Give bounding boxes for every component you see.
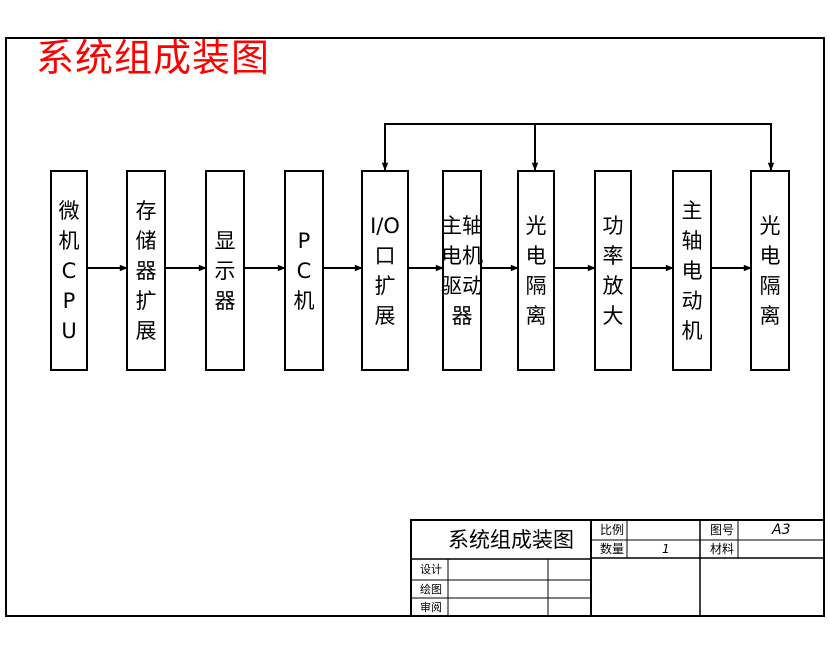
title-block-drawing-no-value: A3 — [772, 522, 791, 538]
block-label-line: 扩 — [135, 288, 157, 313]
block-label-line: 动 — [681, 288, 703, 313]
block-label-line: 主轴 — [441, 213, 483, 238]
block-display — [205, 170, 245, 371]
block-label-storage: 存储器扩展 — [127, 171, 165, 370]
block-label-display: 显示器 — [206, 171, 244, 370]
block-label-optical1: 光电隔离 — [518, 171, 554, 370]
block-label-line: 轴 — [681, 228, 703, 253]
block-label-line: U — [61, 318, 77, 343]
block-label-line: 离 — [759, 303, 781, 328]
block-label-line: 主 — [681, 198, 703, 223]
block-label-line: 光 — [759, 213, 781, 238]
block-cpu — [50, 170, 88, 371]
block-label-line: 存 — [135, 198, 157, 223]
title-block-quantity-label: 数量 — [600, 542, 625, 556]
block-label-optical2: 光电隔离 — [751, 171, 789, 370]
title-block-drawing-title: 系统组成装图 — [448, 528, 574, 552]
block-label-line: 驱动 — [441, 273, 483, 298]
block-label-line: C — [61, 258, 77, 283]
title-block-material-label: 材料 — [710, 542, 735, 556]
title-block — [410, 519, 825, 617]
block-label-line: 扩 — [374, 273, 396, 298]
block-label-line: 储 — [135, 228, 157, 253]
block-label-line: 器 — [135, 258, 157, 283]
block-label-line: 微 — [58, 198, 80, 223]
block-label-line: 器 — [451, 303, 473, 328]
block-label-line: 大 — [602, 303, 624, 328]
block-label-line: C — [296, 258, 312, 283]
block-label-line: 口 — [374, 243, 396, 268]
drawing-title: 系统组成装图 — [36, 36, 271, 80]
block-label-spindle_driver: 主轴电机驱动器 — [441, 171, 483, 370]
title-block-drawing-no-label: 图号 — [710, 523, 735, 537]
block-label-line: 示 — [214, 258, 236, 283]
block-label-spindle_motor: 主轴电动机 — [673, 171, 711, 370]
block-label-line: 光 — [525, 213, 547, 238]
title-block-scale-label: 比例 — [600, 523, 625, 537]
block-label-line: 器 — [214, 288, 236, 313]
block-storage — [126, 170, 166, 371]
block-label-line: 离 — [525, 303, 547, 328]
block-spindle_motor — [672, 170, 712, 371]
block-label-line: 电 — [759, 243, 781, 268]
block-label-line: 展 — [135, 318, 157, 343]
block-label-line: P — [297, 228, 311, 253]
title-block-quantity-value: 1 — [662, 542, 670, 556]
block-label-line: P — [62, 288, 76, 313]
block-optical2 — [750, 170, 790, 371]
feedback-bus-line — [384, 123, 772, 165]
block-label-line: 放 — [602, 273, 624, 298]
block-label-line: 机 — [681, 318, 703, 343]
block-label-line: 显 — [214, 228, 236, 253]
block-label-line: I/O — [370, 213, 400, 238]
title-block-review-label: 审阅 — [420, 601, 442, 614]
block-label-line: 展 — [374, 303, 396, 328]
block-label-line: 电 — [681, 258, 703, 283]
block-label-line: 电机 — [441, 243, 483, 268]
block-label-line: 隔 — [759, 273, 781, 298]
title-block-drafting-label: 绘图 — [420, 583, 442, 596]
block-label-io: I/O 口扩展 — [362, 171, 408, 370]
block-label-line: 率 — [602, 243, 624, 268]
block-label-power_amp: 功率放大 — [595, 171, 631, 370]
block-label-line: 隔 — [525, 273, 547, 298]
title-block-design-label: 设计 — [420, 563, 442, 576]
block-label-line: 机 — [293, 288, 315, 313]
block-label-line: 电 — [525, 243, 547, 268]
block-label-line: 机 — [58, 228, 80, 253]
block-label-line: 功 — [602, 213, 624, 238]
